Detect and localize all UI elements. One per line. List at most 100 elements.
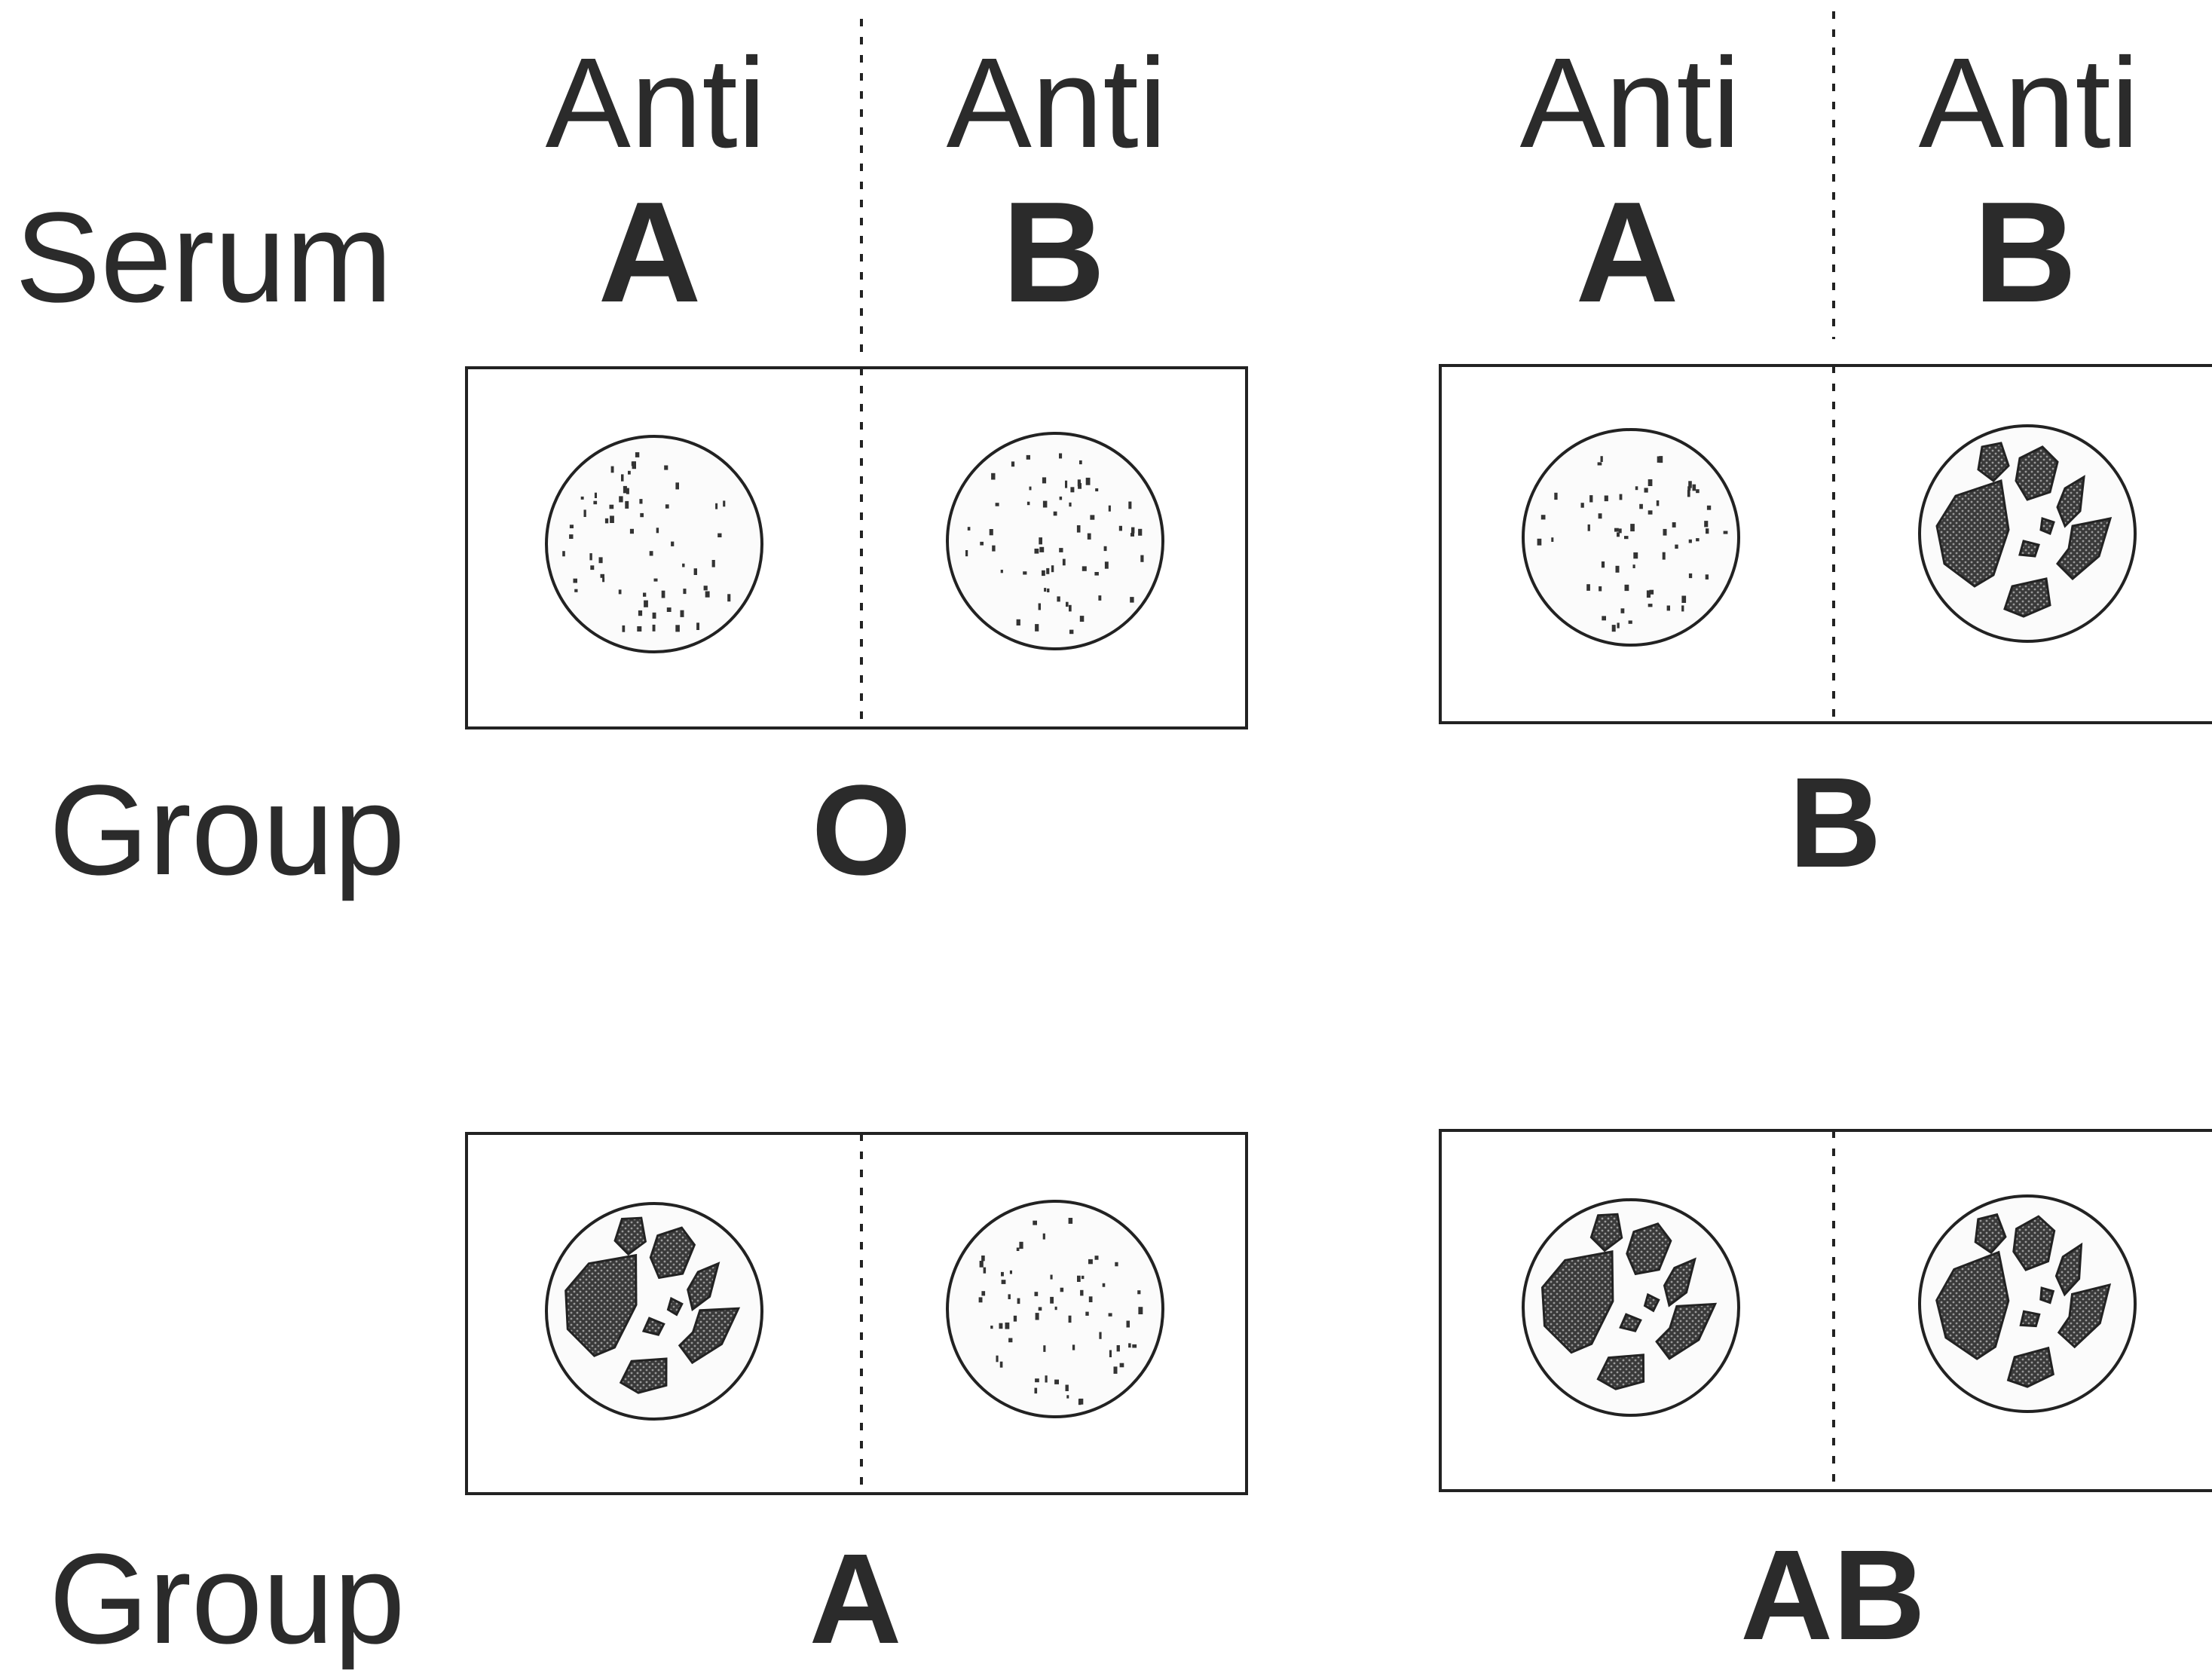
cell-speck	[968, 527, 971, 531]
anti-label: Anti	[1520, 32, 1741, 175]
antibody-letter: B	[1973, 173, 2076, 332]
cell-speck	[1589, 495, 1592, 502]
cell-speck	[1023, 571, 1026, 574]
cell-speck	[1017, 619, 1020, 625]
cell-speck	[1114, 1366, 1118, 1374]
cell-speck	[1069, 1316, 1072, 1323]
cell-speck	[1105, 561, 1109, 568]
cell-speck	[602, 577, 604, 582]
blood-group-letter: O	[812, 759, 911, 902]
cell-speck	[1599, 586, 1602, 592]
agglutination-clump	[2041, 1288, 2054, 1303]
cell-speck	[1082, 1276, 1085, 1279]
cell-speck	[1693, 485, 1696, 491]
cell-speck	[1059, 548, 1063, 552]
well	[546, 436, 762, 652]
well-circle	[947, 433, 1163, 649]
cell-speck	[1706, 574, 1709, 580]
cell-speck	[569, 534, 573, 539]
cell-speck	[990, 1326, 993, 1329]
agglutination-clump	[2041, 518, 2054, 534]
cell-speck	[635, 452, 639, 457]
cell-speck	[593, 501, 597, 505]
cell-speck	[1706, 528, 1709, 534]
cell-speck	[1104, 546, 1107, 551]
cell-speck	[1648, 479, 1653, 486]
cell-speck	[1115, 1262, 1118, 1267]
cell-speck	[1551, 537, 1553, 542]
cell-speck	[644, 601, 648, 607]
cell-speck	[1098, 595, 1101, 601]
cell-speck	[1008, 1294, 1011, 1299]
cell-speck	[1621, 608, 1625, 613]
cell-speck	[1039, 547, 1044, 552]
cell-speck	[1080, 616, 1085, 622]
cell-speck	[562, 551, 565, 556]
cell-speck	[1014, 1316, 1017, 1322]
cell-speck	[1119, 526, 1122, 531]
cell-speck	[656, 528, 659, 533]
cell-speck	[1011, 461, 1014, 466]
cell-speck	[1689, 573, 1692, 578]
cell-speck	[1078, 1399, 1082, 1405]
cell-speck	[1050, 1297, 1054, 1304]
cell-speck	[1648, 604, 1653, 607]
cell-speck	[654, 579, 658, 582]
cell-speck	[619, 589, 622, 594]
cell-speck	[1089, 1296, 1093, 1302]
cell-speck	[1045, 1375, 1048, 1382]
cell-speck	[1657, 500, 1660, 506]
cell-speck	[1046, 568, 1049, 574]
cell-speck	[1617, 622, 1620, 628]
cell-speck	[623, 625, 626, 632]
cell-speck	[1099, 1332, 1101, 1339]
cell-speck	[574, 589, 577, 592]
well	[1920, 426, 2135, 641]
cell-speck	[1688, 481, 1692, 488]
anti-label: Anti	[1919, 32, 2140, 175]
cell-speck	[1633, 564, 1635, 568]
cell-speck	[1094, 572, 1099, 576]
cell-speck	[1724, 531, 1728, 534]
cell-speck	[1696, 538, 1700, 541]
well	[947, 1201, 1163, 1417]
cell-speck	[1624, 536, 1629, 539]
cell-speck	[590, 565, 594, 570]
cell-speck	[1602, 561, 1605, 567]
cell-speck	[1138, 1307, 1143, 1314]
cell-speck	[1066, 1395, 1069, 1398]
cell-speck	[990, 529, 993, 535]
cell-speck	[1072, 1344, 1075, 1350]
antibody-letter: A	[1575, 173, 1678, 332]
cell-speck	[671, 542, 674, 546]
cell-speck	[611, 466, 614, 473]
cell-speck	[1095, 1256, 1099, 1260]
cell-speck	[610, 505, 614, 509]
cell-speck	[1035, 624, 1039, 632]
slide-group-ab: AB	[1440, 1130, 2212, 1667]
cell-speck	[1707, 506, 1711, 510]
cell-speck	[1128, 502, 1131, 509]
cell-speck	[996, 1356, 999, 1363]
cell-speck	[581, 497, 584, 500]
cell-speck	[619, 496, 623, 502]
cell-speck	[1063, 559, 1066, 566]
cell-speck	[1026, 455, 1030, 460]
cell-speck	[1704, 521, 1708, 527]
cell-speck	[1629, 620, 1632, 623]
cell-speck	[638, 610, 642, 616]
cell-speck	[1625, 585, 1629, 591]
group-label: Group	[49, 759, 405, 902]
cell-speck	[999, 1323, 1003, 1329]
cell-speck	[1043, 1234, 1045, 1240]
cell-speck	[1044, 588, 1046, 592]
cell-speck	[625, 501, 629, 509]
cell-speck	[715, 503, 717, 509]
cell-speck	[1005, 1323, 1010, 1329]
cell-speck	[1002, 1280, 1006, 1284]
cell-speck	[1667, 606, 1670, 611]
column-header-1: Anti A	[546, 32, 766, 332]
cell-speck	[675, 482, 679, 489]
cell-speck	[1060, 497, 1063, 500]
cell-speck	[1066, 1385, 1069, 1392]
